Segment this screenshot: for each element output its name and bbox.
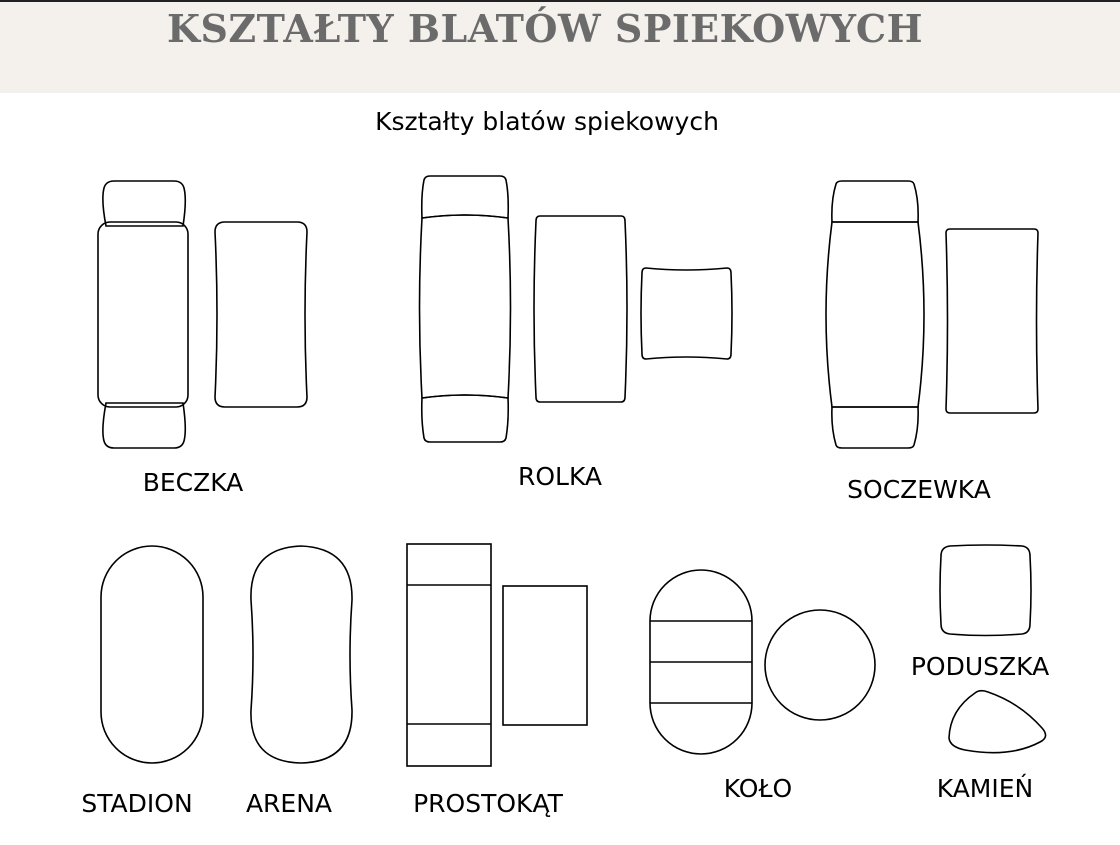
shape-stadion [100, 545, 204, 764]
shape-prostokat [406, 543, 588, 767]
label-kolo: KOŁO [724, 774, 792, 803]
shape-kolo [649, 569, 876, 755]
label-prostokat: PROSTOKĄT [413, 789, 563, 818]
shape-poduszka [939, 544, 1032, 637]
page-header: KSZTAŁTY BLATÓW SPIEKOWYCH [0, 0, 1120, 93]
shape-beczka [97, 180, 308, 449]
label-soczewka: SOCZEWKA [847, 475, 991, 504]
label-stadion: STADION [81, 789, 192, 818]
diagram-title: Kształty blatów spiekowych [375, 107, 719, 136]
label-rolka: ROLKA [518, 462, 602, 491]
label-kamien: KAMIEŃ [937, 774, 1034, 803]
shape-soczewka [825, 180, 1039, 449]
label-arena: ARENA [246, 789, 332, 818]
shape-kamien [948, 689, 1047, 754]
page-title: KSZTAŁTY BLATÓW SPIEKOWYCH [166, 6, 924, 51]
shape-rolka [418, 175, 733, 443]
label-poduszka: PODUSZKA [911, 652, 1049, 681]
shapes-diagram: Kształty blatów spiekowych BECZKA ROLKA … [81, 107, 1049, 818]
shape-arena [250, 545, 353, 764]
label-beczka: BECZKA [143, 468, 244, 497]
